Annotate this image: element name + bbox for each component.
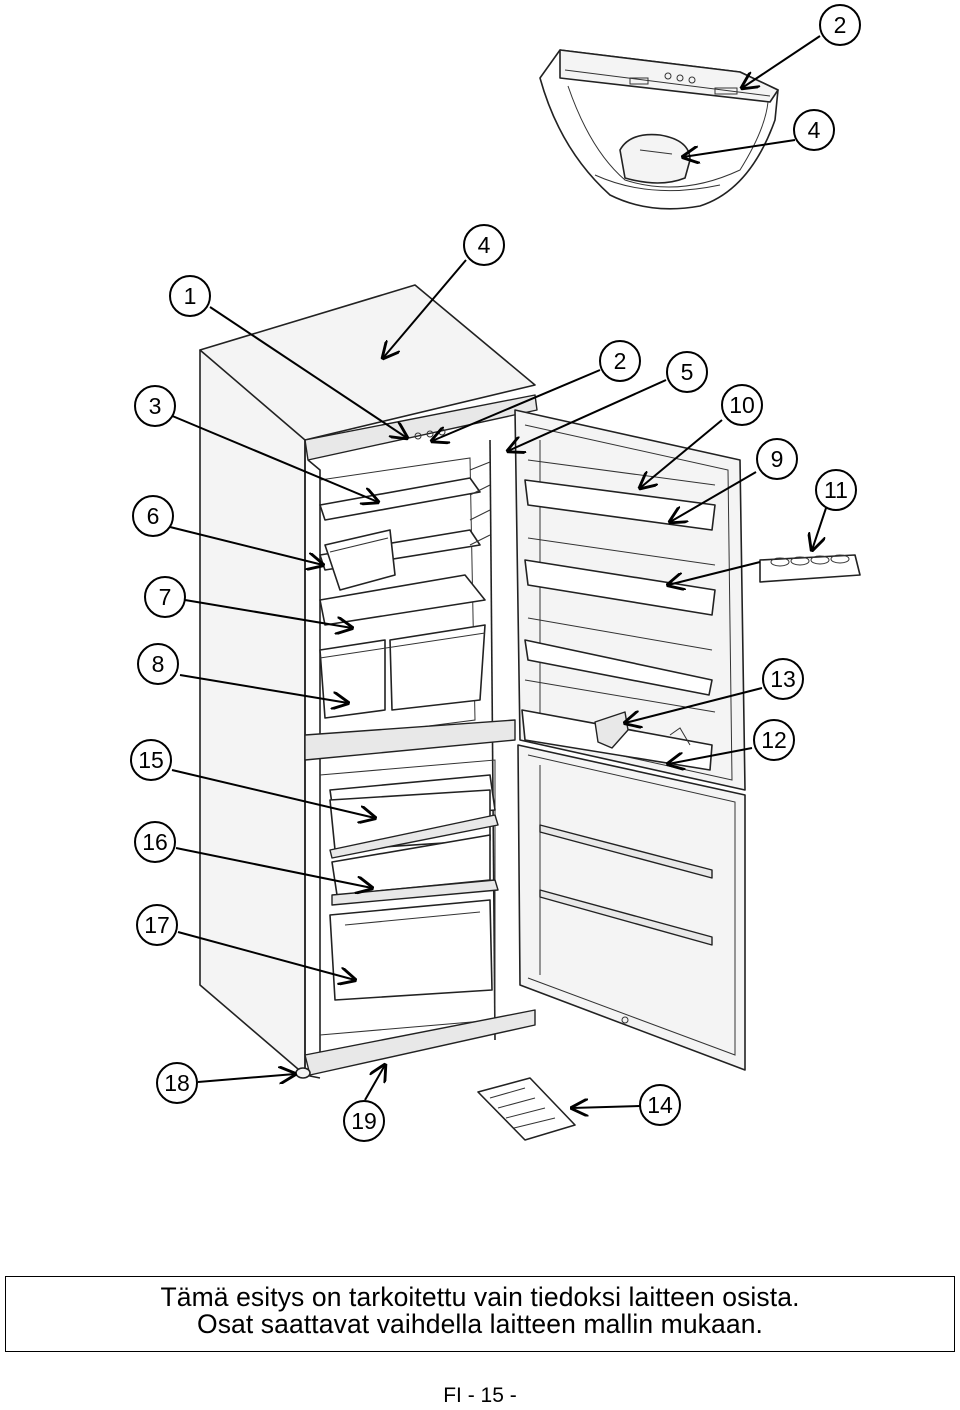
egg-tray bbox=[759, 554, 861, 583]
svg-text:5: 5 bbox=[681, 359, 694, 385]
callout-6: 6 bbox=[132, 495, 174, 537]
callout-11: 11 bbox=[815, 469, 857, 511]
callout-4: 4 bbox=[463, 224, 505, 266]
callout-4-top: 4 bbox=[793, 109, 835, 151]
callout-17: 17 bbox=[136, 904, 178, 946]
callout-19: 19 bbox=[343, 1100, 385, 1142]
svg-text:16: 16 bbox=[142, 829, 168, 855]
callout-9: 9 bbox=[756, 438, 798, 480]
control-panel-inset bbox=[539, 49, 779, 210]
svg-text:9: 9 bbox=[771, 446, 784, 472]
disclaimer-line-2: Osat saattavat vaihdella laitteen mallin… bbox=[196, 1309, 764, 1339]
svg-text:10: 10 bbox=[729, 392, 755, 418]
page-number: FI - 15 - bbox=[443, 1384, 517, 1407]
svg-text:8: 8 bbox=[152, 651, 165, 677]
fridge-parts-diagram: 2 4 4 1 2 5 3 10 9 11 6 7 8 13 12 15 16 … bbox=[130, 4, 861, 1142]
svg-text:12: 12 bbox=[761, 727, 787, 753]
callout-2-top: 2 bbox=[819, 4, 861, 46]
callout-5: 5 bbox=[666, 351, 708, 393]
svg-text:4: 4 bbox=[808, 117, 821, 143]
svg-text:7: 7 bbox=[159, 584, 172, 610]
freezer-door bbox=[517, 744, 746, 1071]
svg-text:2: 2 bbox=[614, 348, 627, 374]
fridge-door bbox=[514, 409, 746, 791]
callout-13: 13 bbox=[762, 658, 804, 700]
svg-text:14: 14 bbox=[647, 1092, 673, 1118]
svg-text:4: 4 bbox=[478, 232, 491, 258]
callout-1: 1 bbox=[169, 275, 211, 317]
svg-text:2: 2 bbox=[834, 12, 847, 38]
callout-8: 8 bbox=[137, 643, 179, 685]
svg-text:13: 13 bbox=[770, 666, 796, 692]
svg-text:11: 11 bbox=[824, 477, 848, 503]
svg-text:18: 18 bbox=[164, 1070, 190, 1096]
callout-18: 18 bbox=[156, 1062, 198, 1104]
leader-lines bbox=[169, 35, 827, 1108]
svg-text:3: 3 bbox=[149, 393, 162, 419]
svg-text:17: 17 bbox=[144, 912, 170, 938]
disclaimer-box: Tämä esitys on tarkoitettu vain tiedoksi… bbox=[5, 1276, 955, 1352]
ice-tray bbox=[477, 1077, 576, 1141]
callout-7: 7 bbox=[144, 576, 186, 618]
callout-2: 2 bbox=[599, 340, 641, 382]
svg-text:15: 15 bbox=[138, 747, 164, 773]
callout-15: 15 bbox=[130, 739, 172, 781]
disclaimer-line-1: Tämä esitys on tarkoitettu vain tiedoksi… bbox=[160, 1282, 800, 1312]
svg-text:1: 1 bbox=[184, 283, 197, 309]
callout-14: 14 bbox=[639, 1084, 681, 1126]
svg-text:19: 19 bbox=[351, 1108, 377, 1134]
callout-16: 16 bbox=[134, 821, 176, 863]
svg-text:6: 6 bbox=[147, 503, 160, 529]
fridge-cabinet bbox=[199, 284, 538, 1079]
callout-10: 10 bbox=[721, 384, 763, 426]
callout-3: 3 bbox=[134, 385, 176, 427]
callout-12: 12 bbox=[753, 719, 795, 761]
